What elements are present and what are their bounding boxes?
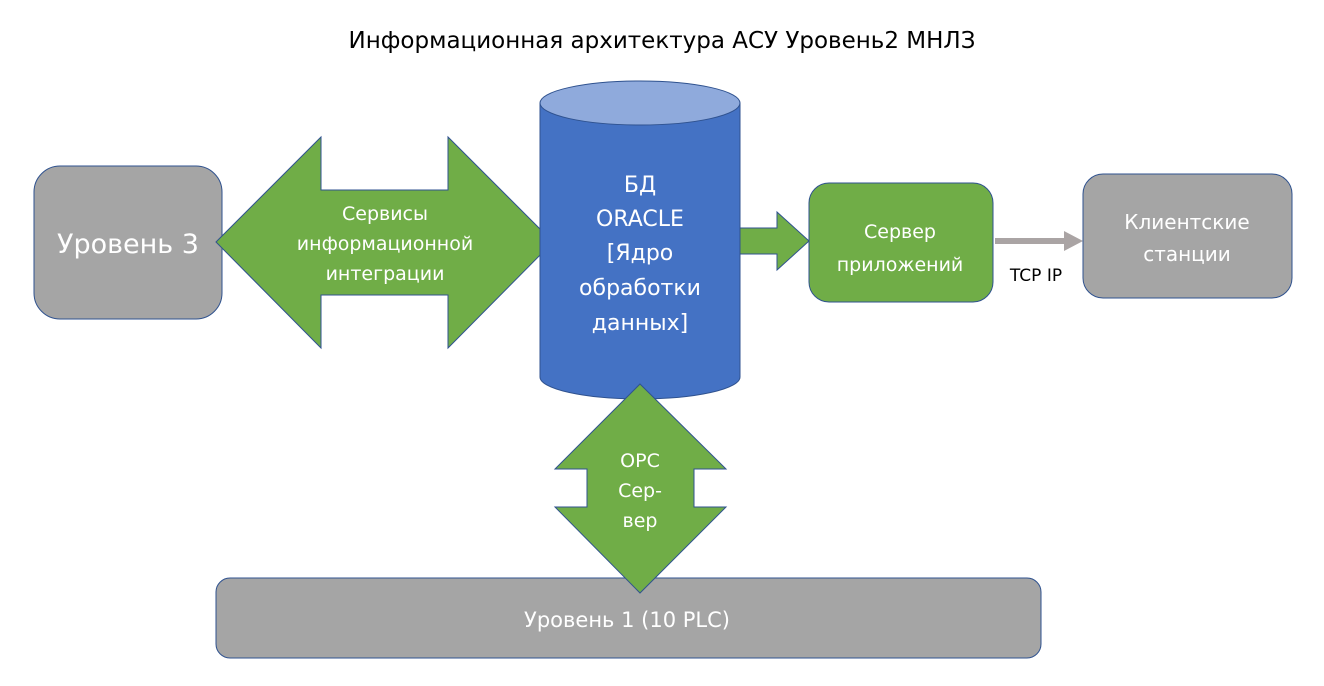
client-stations-node[interactable]: Клиентские станции (1082, 173, 1293, 299)
level1-label: Уровень 1 (10 PLC) (524, 608, 730, 632)
opc-server-arrow[interactable]: OPC Сер- вер (553, 383, 728, 594)
db-to-app-server-arrow (739, 210, 810, 272)
app-server-label-line-1: Сервер (864, 221, 936, 243)
opc-label-line-2: Сер- (618, 480, 662, 502)
integration-services-arrow[interactable]: Сервисы информационной интеграции (215, 135, 554, 350)
app-server-label-line-2: приложений (837, 254, 964, 276)
tcp-label: TCP IP (1009, 266, 1062, 286)
tcp-arrow (995, 231, 1083, 251)
database-label-line-2: ORACLE (596, 207, 684, 232)
level3-node[interactable]: Уровень 3 (33, 165, 223, 320)
opc-label-line-1: OPC (620, 450, 660, 472)
integration-label-line-3: интеграции (326, 263, 445, 285)
database-label-line-1: БД (624, 173, 656, 198)
level3-label: Уровень 3 (57, 229, 199, 260)
client-stations-label-line-1: Клиентские (1124, 210, 1249, 234)
database-label-line-5: данных] (592, 311, 688, 336)
database-label-line-4: обработки (579, 276, 701, 301)
cylinder-top (539, 80, 741, 126)
level1-node[interactable]: Уровень 1 (10 PLC) (215, 577, 1042, 659)
integration-label-line-2: информационной (297, 233, 473, 255)
database-node[interactable]: БД ORACLE [Ядро обработки данных] (539, 80, 741, 400)
database-label-line-3: [Ядро (607, 241, 674, 266)
client-stations-label-line-2: станции (1143, 242, 1231, 266)
diagram-title: Информационная архитектура АСУ Уровень2 … (349, 28, 976, 54)
app-server-node[interactable]: Сервер приложений (808, 182, 994, 303)
double-arrow-vertical-shape (553, 383, 728, 594)
client-stations-box (1082, 173, 1293, 299)
tcp-connection: TCP IP (995, 231, 1083, 286)
integration-label-line-1: Сервисы (342, 203, 428, 225)
app-server-box (808, 182, 994, 303)
opc-label-line-3: вер (623, 510, 658, 532)
